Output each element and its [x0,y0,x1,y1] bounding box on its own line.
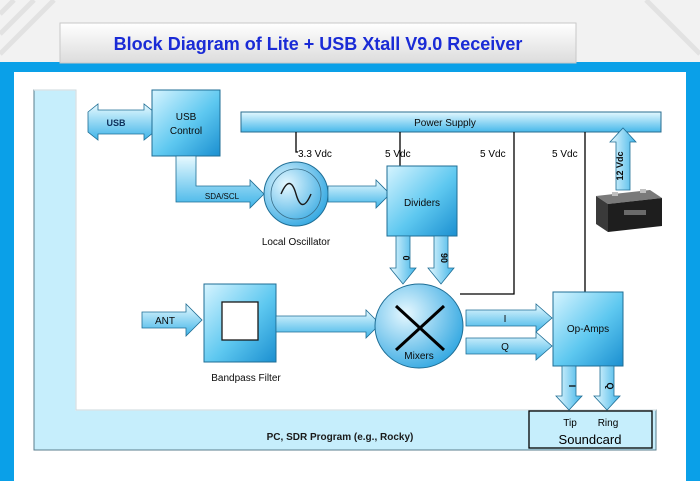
mixers-label: Mixers [404,351,433,362]
mixer-i-arrow: I [465,303,553,333]
wire-3v3 [295,132,298,153]
top-frame-bar [14,62,700,72]
usb-control-label-line1: USB [176,112,197,123]
supply-5v-b-label: 5 Vdc [480,149,506,160]
sda-scl-label: SDA/SCL [205,192,240,201]
opamp-i-arrow: I [555,365,583,411]
right-frame-bar [686,72,700,481]
soundcard-block: Tip Ring Soundcard [528,410,653,449]
sda-scl-arrow: SDA/SCL [175,155,265,209]
mixer-q-arrow: Q [465,331,553,361]
supply-wires [295,132,586,295]
corner-stripes [0,0,700,56]
power-supply-block: Power Supply [240,111,662,133]
sine-wave-icon [280,182,312,206]
usb-control-block: USB Control [151,89,221,157]
bandpass-filter-label: Bandpass Filter [211,373,281,384]
dividers-label: Dividers [404,198,440,209]
mixer-q-label: Q [501,342,509,353]
ring-label: Ring [598,418,619,429]
dividers-block: Dividers [386,165,458,237]
soundcard-label: Soundcard [559,432,622,447]
op-amps-label: Op-Amps [567,324,609,335]
tip-label: Tip [563,418,577,429]
battery-icon [596,189,662,232]
page-title: Block Diagram of Lite + USB Xtall V9.0 R… [114,34,523,54]
mixer-i-label: I [504,314,507,325]
twelve-vdc-label: 12 Vdc [615,151,625,180]
twelve-vdc-arrow: 12 Vdc [609,127,637,191]
left-frame-bar [0,62,14,481]
ant-label: ANT [155,316,175,327]
power-supply-label: Power Supply [414,118,476,129]
op-amps-block: Op-Amps [552,291,624,367]
opamp-q-arrow: Q [593,365,621,411]
lo-to-dividers-arrow [327,179,391,209]
opamp-i-label: I [567,385,577,388]
local-oscillator-label: Local Oscillator [262,237,331,248]
divider-0-arrow: 0 [389,235,417,285]
divider-90-label: 90 [439,253,449,263]
divider-0-label: 0 [401,255,411,260]
supply-5v-a-label: 5 Vdc [385,149,411,160]
pc-sdr-program-label: PC, SDR Program (e.g., Rocky) [267,432,414,443]
usb-arrow-label: USB [106,118,126,128]
usb-control-label-line2: Control [170,126,202,137]
supply-3v3-label: 3.3 Vdc [298,149,332,160]
bpf-to-mixers-arrow [275,309,381,339]
opamp-q-label: Q [605,382,615,389]
title-box: Block Diagram of Lite + USB Xtall V9.0 R… [59,22,577,64]
wire-5v-mixers [460,132,515,295]
divider-90-arrow: 90 [427,235,455,285]
bandpass-filter-block: Bandpass Filter [203,283,281,384]
ant-arrow: ANT [141,303,203,337]
supply-5v-c-label: 5 Vdc [552,149,578,160]
mixers-block: Mixers [374,283,464,369]
